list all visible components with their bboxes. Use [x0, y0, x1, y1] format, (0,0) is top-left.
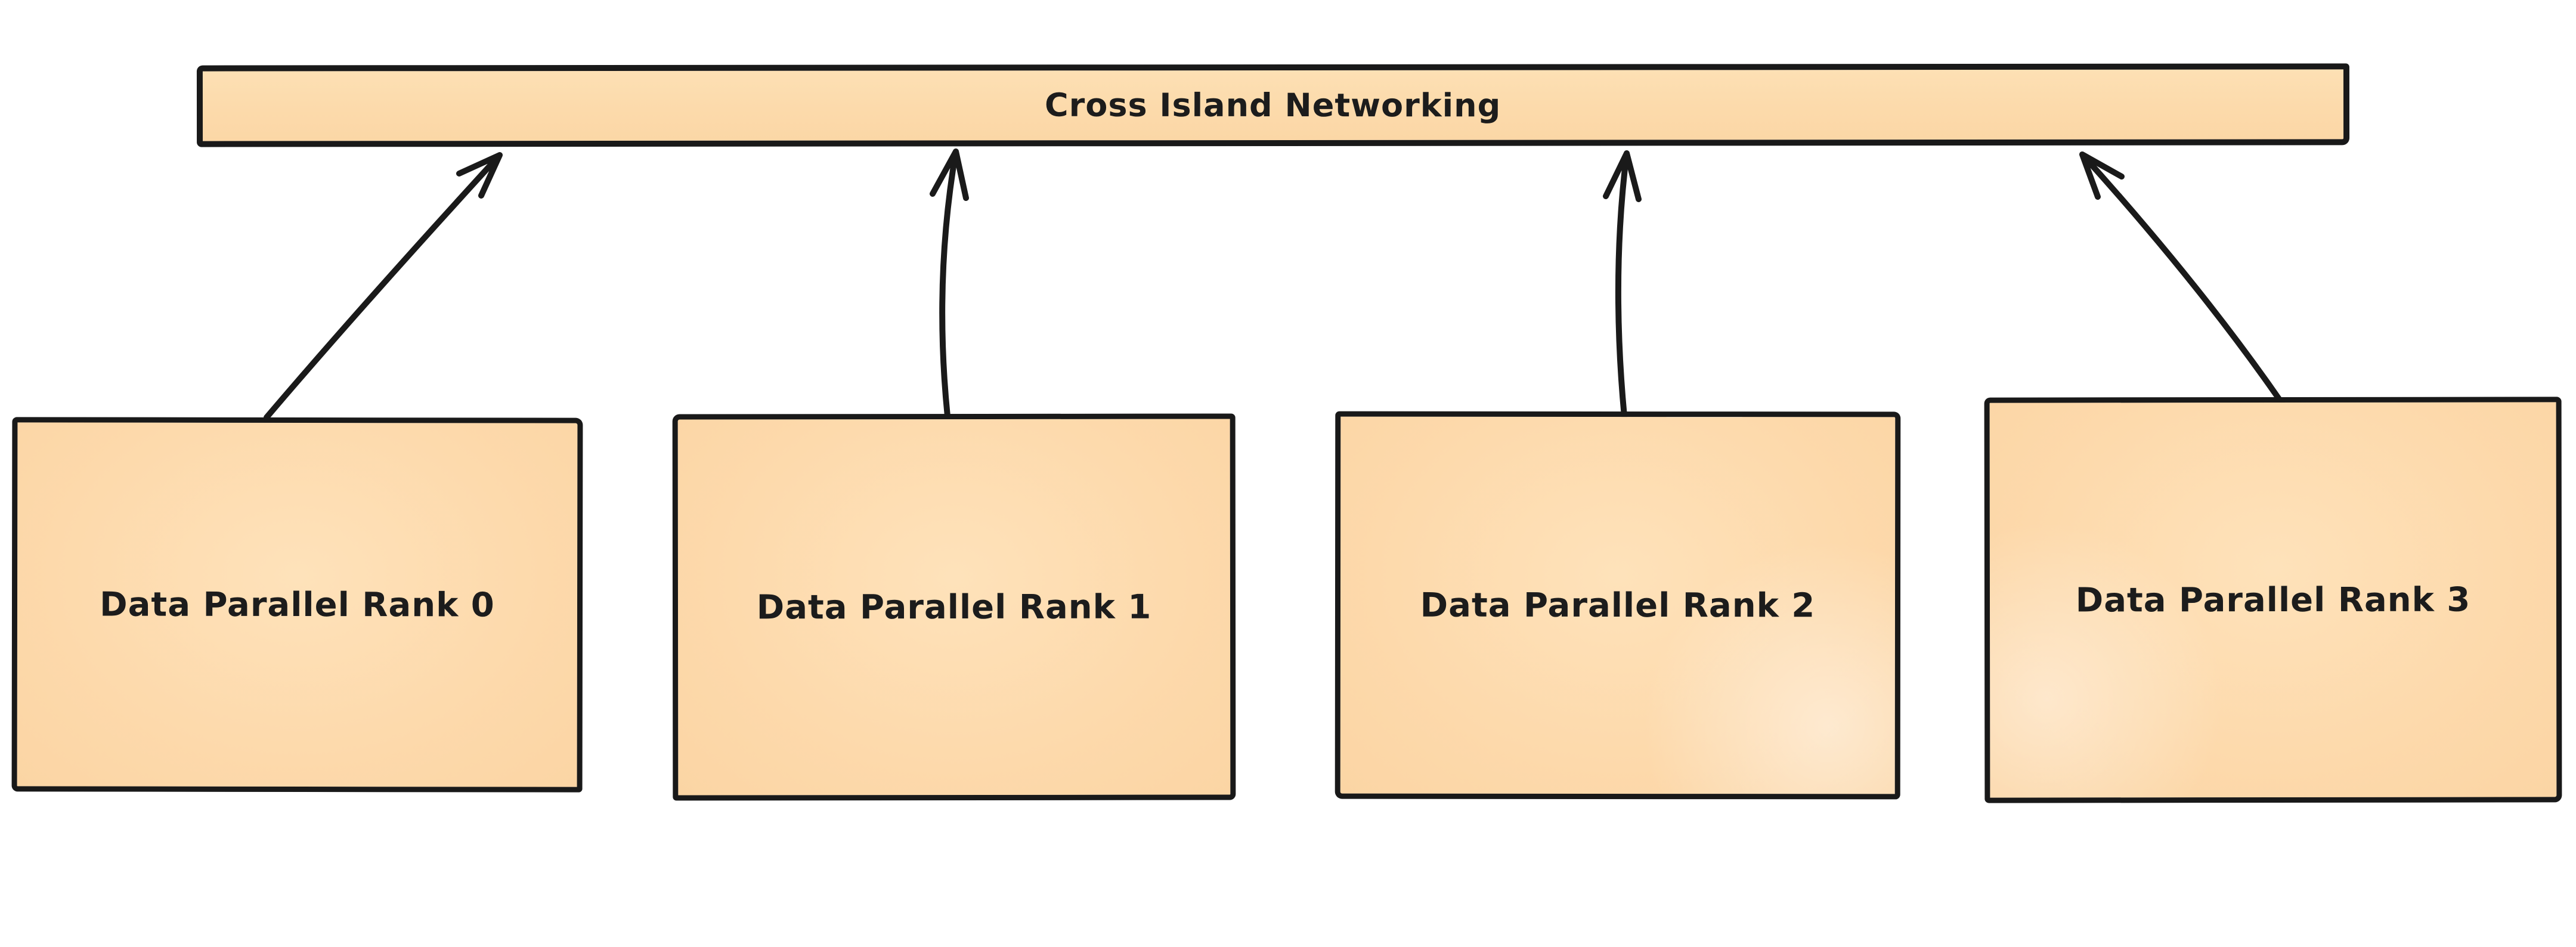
- node-label: Data Parallel Rank 1: [756, 587, 1152, 627]
- node-label: Data Parallel Rank 3: [2075, 580, 2471, 620]
- node-label: Data Parallel Rank 0: [100, 585, 495, 624]
- node-label: Data Parallel Rank 2: [1420, 586, 1816, 625]
- node-data-parallel-rank-1: Data Parallel Rank 1: [672, 413, 1236, 801]
- network-bar-label: Cross Island Networking: [1045, 86, 1501, 125]
- node-data-parallel-rank-2: Data Parallel Rank 2: [1335, 411, 1901, 800]
- node-data-parallel-rank-0: Data Parallel Rank 0: [11, 417, 583, 793]
- arrow-rank-1-to-network: [930, 148, 969, 419]
- arrow-rank-2-to-network: [1603, 150, 1642, 419]
- arrow-rank-0-to-network: [264, 152, 503, 420]
- node-data-parallel-rank-3: Data Parallel Rank 3: [1984, 397, 2562, 803]
- arrow-rank-3-to-network: [2079, 151, 2296, 423]
- network-bar-node: Cross Island Networking: [196, 63, 2350, 147]
